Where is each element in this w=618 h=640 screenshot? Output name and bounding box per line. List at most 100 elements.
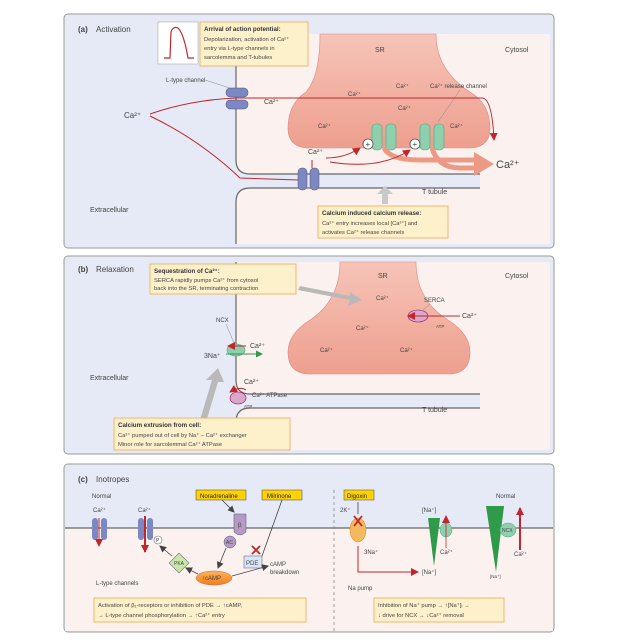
milrinone-label: Milrinone (267, 494, 292, 500)
panel-a-cytosol-label: Cytosol (505, 47, 529, 54)
ac-enzyme (223, 535, 237, 549)
phosphate-label: P (156, 538, 160, 544)
panel-a-ca-release-channel-label: Ca²⁺ release channel (430, 83, 487, 90)
arrival-box-line-2: entry via L-type channels in (204, 46, 275, 52)
panel-a-sr-label: SR (375, 47, 385, 54)
panel-c-right-note: Inhibition of Na⁺ pump → ↑[Na⁺]ᵢ → ↓ dri… (373, 597, 505, 623)
serca-label: SERCA (424, 298, 445, 304)
camp-breakdown-2: breakdown (270, 570, 299, 576)
na-accumulation-arrow (357, 546, 419, 576)
beta-label: β (238, 523, 242, 529)
panel-c-normal-left: Normal (92, 494, 111, 500)
milrinone-line (261, 499, 283, 557)
panel-b: (b) Relaxation SR Cytosol Extracellular … (63, 255, 555, 455)
panel-b-sr-body (287, 261, 471, 375)
extrusion-box-line-2: Minor role for sarcolemmal Ca²⁺ ATPase (118, 441, 222, 448)
panel-a-ca-to-release-1 (325, 147, 361, 159)
panel-c-ca-increased: Ca²⁺ (138, 507, 151, 514)
panel-b-label: (b) (78, 265, 89, 274)
ncx-normal-ca: Ca²⁺ (514, 551, 527, 558)
panel-a-ca-to-release-2 (329, 149, 411, 165)
panel-a-release-flow-1 (381, 146, 476, 163)
panel-b-sr-ca-1: Ca²⁺ (376, 295, 389, 302)
panel-a-title: Activation (96, 25, 131, 34)
panel-c-ca-normal: Ca²⁺ (93, 507, 106, 514)
panel-a-ca-entry-arrow-bottom (149, 115, 299, 181)
action-potential-graph (157, 21, 199, 65)
pde-enzyme (243, 555, 263, 569)
panel-a-t-tubule-upper-membrane (235, 34, 480, 175)
panel-a-ca-entry-top-label: Ca²⁺ (264, 99, 279, 106)
panel-a-sr-ca-5: Ca²⁺ (450, 123, 463, 130)
panel-a-ca-entry-arrow-top (149, 97, 498, 141)
panel-b-sr-ca-4: Ca²⁺ (400, 347, 413, 354)
ac-to-camp-arrow (216, 547, 227, 569)
l-type-channels-label: L-type channels (96, 581, 138, 587)
na-inside-high: [Na⁺] (422, 569, 437, 576)
panel-b-extracellular-label: Extracellular (90, 375, 129, 382)
panel-a-ca-release-channel-2 (419, 123, 445, 151)
na-pump-label: Na pump (348, 586, 373, 592)
panel-b-t-tubule-label: T tubule (422, 407, 447, 414)
camp-oval (195, 570, 233, 586)
arrival-box-line-3: sarcolemma and T-tubules (204, 55, 272, 61)
panel-a-plus-circle-1 (362, 138, 374, 150)
panel-a-cicr-arrow (377, 186, 393, 204)
panel-a-ca-entry-bottom-label: Ca²⁺ (308, 149, 323, 156)
action-potential-trace (164, 26, 194, 59)
ncx-label: NCX (216, 318, 229, 324)
ncx-normal-label: NCX (502, 528, 513, 534)
panel-a-l-type-channel-bottom (297, 167, 320, 191)
camp-label: ↑cAMP (202, 576, 221, 582)
k2-label: 2K⁺ (340, 507, 351, 514)
extrusion-box: Calcium extrusion from cell: Ca²⁺ pumped… (113, 417, 291, 451)
digoxin-inhibit-cross (353, 515, 363, 527)
panel-b-sr-ca-2: Ca²⁺ (356, 325, 369, 332)
panel-a: (a) Activation SR Cytosol Extracellular … (63, 13, 555, 249)
ca-atpase-ca-label: Ca²⁺ (244, 379, 259, 386)
ca-atpase-atp: ATP (244, 404, 252, 409)
na-inside-normal: [Na⁺] (490, 574, 501, 579)
extrusion-box-title: Calcium extrusion from cell: (118, 422, 201, 429)
panel-b-sr-label: SR (378, 273, 388, 280)
panel-a-ca-release-channel-1 (371, 123, 397, 151)
right-note-line-2: ↓ drive for NCX → ↓Ca²⁺ removal (378, 612, 464, 619)
panel-a-plus-circle-2 (409, 138, 421, 150)
pka-to-channel-arrow (159, 545, 173, 557)
panel-a-l-type-channel-top (225, 87, 249, 110)
sequestration-box: Sequestration of Ca²⁺: SERCA rapidly pum… (149, 263, 297, 295)
panel-c-l-type-normal (92, 518, 107, 540)
pka-enzyme (168, 552, 190, 574)
extrusion-box-line-1: Ca²⁺ pumped out of cell by Na⁺ – Ca²⁺ ex… (118, 432, 247, 439)
panel-a-release-arrowhead (474, 152, 494, 176)
ca-atpase-arrow (229, 384, 247, 393)
panel-a-cicr-box: Calcium induced calcium release: Ca²⁺ en… (317, 205, 449, 239)
ncx-ca-label: Ca²⁺ (250, 343, 265, 350)
sequestration-arrow (298, 286, 362, 306)
camp-breakdown-1: cAMP (270, 562, 286, 568)
panel-c-label: (c) (78, 475, 88, 484)
na-gradient-normal (486, 506, 504, 572)
na-gradient-digoxin (428, 518, 440, 566)
panel-b-title: Relaxation (96, 265, 134, 274)
extrusion-arrow (200, 368, 224, 422)
panel-b-t-tubule-upper-membrane (235, 262, 480, 395)
panel-a-plus-1: + (366, 140, 371, 149)
serca-atp: ATP (436, 324, 444, 329)
cicr-box-title: Calcium induced calcium release: (322, 210, 421, 217)
sequestration-box-title: Sequestration of Ca²⁺: (154, 268, 220, 275)
na-outside-digoxin: [Na⁺] (422, 507, 437, 514)
left-note-line-2: → L-type channel phosphorylation → ↑Ca²⁺… (98, 612, 225, 619)
right-note-line-1: Inhibition of Na⁺ pump → ↑[Na⁺]ᵢ → (378, 602, 470, 609)
arrival-box-title: Arrival of action potential: (204, 26, 281, 33)
pde-label: PDE (246, 561, 258, 567)
panel-a-l-type-channel-label: L-type channel (166, 78, 205, 84)
panel-a-ca-extracellular: Ca²⁺ (124, 111, 141, 120)
panel-a-sr-ca-1: Ca²⁺ (348, 91, 361, 98)
panel-a-big-ca: Ca²⁺ (496, 159, 520, 171)
panel-c-l-type-phosphorylated (138, 518, 153, 540)
panel-b-sr-ca-3: Ca²⁺ (320, 347, 333, 354)
panel-c-normal-right: Normal (496, 494, 515, 500)
